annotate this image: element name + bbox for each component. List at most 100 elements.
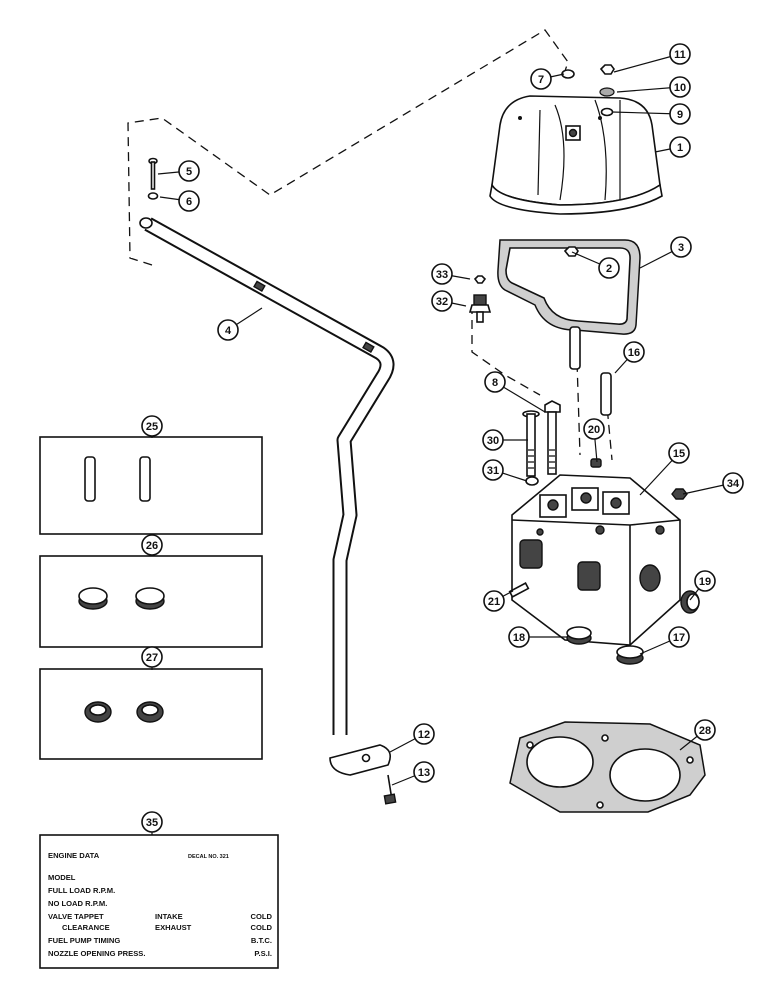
decal-row-label: NO LOAD R.P.M. xyxy=(48,899,107,908)
callout-circle xyxy=(694,570,716,592)
cylinder-head xyxy=(511,474,681,646)
callout-21: 21 xyxy=(483,590,505,612)
callout-circle xyxy=(431,263,453,285)
leader-line-9 xyxy=(611,111,681,115)
callout-number: 25 xyxy=(146,421,158,433)
callout-30: 30 xyxy=(482,429,504,451)
callout-5: 5 xyxy=(178,160,200,182)
valve-seat-18 xyxy=(566,626,592,645)
callout-number: 27 xyxy=(146,652,158,664)
callout-number: 13 xyxy=(418,767,430,779)
callout-number: 4 xyxy=(225,325,232,337)
decal-row-label: VALVE TAPPET xyxy=(48,912,104,921)
callout-circle xyxy=(669,103,691,125)
callout-circle xyxy=(141,646,163,668)
callout-number: 6 xyxy=(186,196,192,208)
callout-circle xyxy=(413,761,435,783)
callout-10: 10 xyxy=(669,76,691,98)
callout-number: 18 xyxy=(513,632,525,644)
stud-21 xyxy=(508,582,530,598)
callout-26: 26 xyxy=(141,534,163,556)
fitting-32 xyxy=(468,294,492,323)
callout-7: 7 xyxy=(530,68,552,90)
callout-28: 28 xyxy=(694,719,716,741)
callout-13: 13 xyxy=(413,761,435,783)
callout-circle xyxy=(508,626,530,648)
engine-data-decal xyxy=(39,834,279,969)
dashed-guide-path xyxy=(605,394,613,461)
callout-1: 1 xyxy=(669,136,691,158)
callout-circle xyxy=(413,723,435,745)
callout-circle xyxy=(583,418,605,440)
decal-row-label: MODEL xyxy=(48,873,76,882)
nut-2 xyxy=(563,246,579,257)
callout-15: 15 xyxy=(668,442,690,464)
seat-pair-27 xyxy=(84,701,164,723)
leader-line-11 xyxy=(613,53,681,73)
callout-circle xyxy=(482,429,504,451)
callout-circle xyxy=(669,136,691,158)
decal-row-label: FUEL PUMP TIMING xyxy=(48,936,120,945)
callout-circle xyxy=(668,626,690,648)
callout-34: 34 xyxy=(722,472,744,494)
callout-circle xyxy=(431,290,453,312)
callout-number: 9 xyxy=(677,109,683,121)
callout-number: 2 xyxy=(606,263,612,275)
callout-number: 28 xyxy=(699,725,711,737)
washer-6 xyxy=(147,192,159,200)
oil-line-tube xyxy=(139,217,395,735)
callout-number: 21 xyxy=(488,596,500,608)
callout-number: 17 xyxy=(673,632,685,644)
callout-circle xyxy=(217,319,239,341)
callout-circle xyxy=(484,371,506,393)
callout-circle xyxy=(178,160,200,182)
seal-ring-19 xyxy=(680,590,700,614)
decal-row-right: P.S.I. xyxy=(254,949,272,958)
callout-circle xyxy=(483,590,505,612)
callout-number: 15 xyxy=(673,448,685,460)
decal-title: ENGINE DATA xyxy=(48,851,100,860)
callout-number: 7 xyxy=(538,74,544,86)
callout-number: 1 xyxy=(677,142,683,154)
bracket-12 xyxy=(329,744,391,776)
decal-row-mid: EXHAUST xyxy=(155,923,192,932)
head-gasket xyxy=(509,721,706,813)
callout-8: 8 xyxy=(484,371,506,393)
decal-row-label: CLEARANCE xyxy=(62,923,110,932)
decal-row-mid: INTAKE xyxy=(155,912,183,921)
callout-12: 12 xyxy=(413,723,435,745)
callout-circle xyxy=(694,719,716,741)
callout-circle xyxy=(598,257,620,279)
dashed-stud-path xyxy=(571,257,581,456)
callout-circle xyxy=(669,76,691,98)
callout-number: 12 xyxy=(418,729,430,741)
washer-31 xyxy=(525,476,539,486)
callout-2: 2 xyxy=(598,257,620,279)
callout-circle xyxy=(530,68,552,90)
callout-number: 3 xyxy=(678,242,684,254)
callout-circle xyxy=(668,442,690,464)
callout-number: 11 xyxy=(674,49,686,61)
callout-18: 18 xyxy=(508,626,530,648)
decal-row-label: FULL LOAD R.P.M. xyxy=(48,886,115,895)
callout-6: 6 xyxy=(178,190,200,212)
callout-19: 19 xyxy=(694,570,716,592)
callout-16: 16 xyxy=(623,341,645,363)
plug-20 xyxy=(590,458,602,468)
decal-rows: MODEL FULL LOAD R.P.M. NO LOAD R.P.M. VALVE… xyxy=(48,873,273,958)
seal-10 xyxy=(599,87,615,97)
seat-pair-26 xyxy=(78,587,165,610)
callout-11: 11 xyxy=(669,43,691,65)
callout-circle xyxy=(141,415,163,437)
callout-circle xyxy=(141,534,163,556)
callout-circle xyxy=(669,43,691,65)
callout-20: 20 xyxy=(583,418,605,440)
callout-number: 34 xyxy=(727,478,740,490)
callout-number: 5 xyxy=(186,166,192,178)
stud-8 xyxy=(544,400,561,475)
callout-35: 35 xyxy=(141,811,163,833)
callout-number: 8 xyxy=(492,377,498,389)
callout-number: 32 xyxy=(436,296,448,308)
callout-circle xyxy=(722,472,744,494)
callout-3: 3 xyxy=(670,236,692,258)
